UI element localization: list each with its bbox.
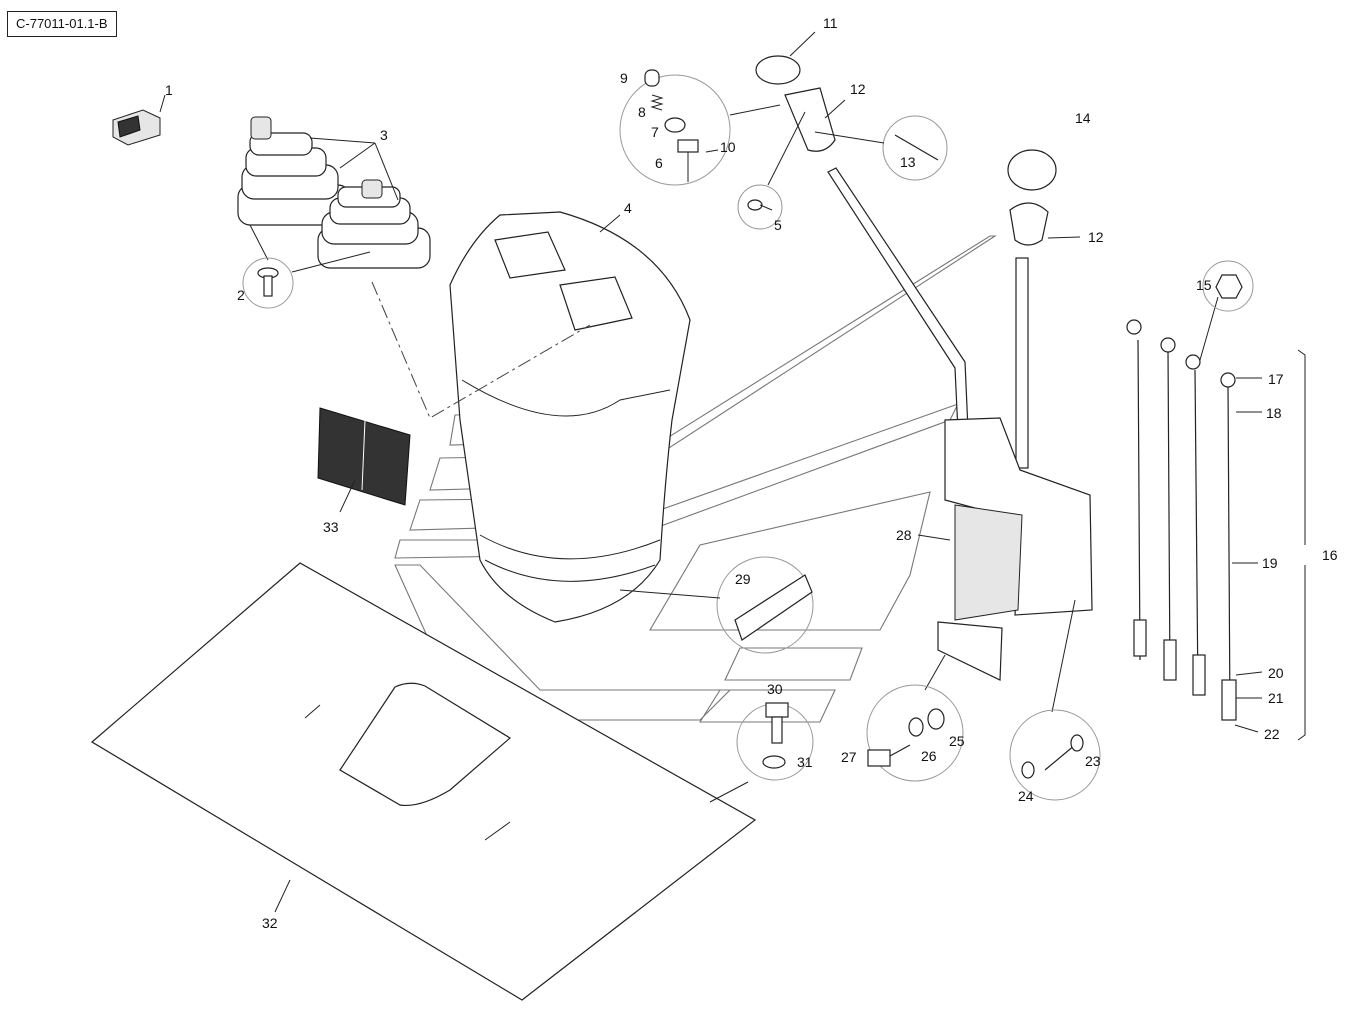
callout-32: 32 bbox=[262, 915, 278, 931]
callout-15: 15 bbox=[1196, 277, 1212, 293]
callout-30: 30 bbox=[767, 681, 783, 697]
part-control-cables bbox=[1126, 260, 1306, 741]
callout-9: 9 bbox=[620, 70, 628, 86]
part-bolt-set bbox=[866, 684, 964, 782]
callout-8: 8 bbox=[638, 104, 646, 120]
part-bolt-washer bbox=[709, 702, 814, 803]
callout-19: 19 bbox=[1262, 555, 1278, 571]
callout-33: 33 bbox=[323, 519, 339, 535]
part-rivet bbox=[242, 257, 294, 309]
callout-labels: 1 2 3 4 5 6 7 8 9 10 11 12 12 13 14 15 1… bbox=[165, 15, 1338, 931]
part-knob-lower bbox=[1007, 149, 1081, 246]
callout-12a: 12 bbox=[850, 81, 866, 97]
drawing-reference-code: C-77011-01.1-B bbox=[7, 11, 117, 37]
callout-14: 14 bbox=[1075, 110, 1091, 126]
callout-24: 24 bbox=[1018, 788, 1034, 804]
callout-22: 22 bbox=[1264, 726, 1280, 742]
callout-20: 20 bbox=[1268, 665, 1284, 681]
part-switch-assembly bbox=[619, 69, 781, 186]
callout-29: 29 bbox=[735, 571, 751, 587]
callout-13: 13 bbox=[900, 154, 916, 170]
part-channel bbox=[619, 556, 814, 654]
part-decal bbox=[317, 407, 411, 513]
callout-28: 28 bbox=[896, 527, 912, 543]
callout-23: 23 bbox=[1085, 753, 1101, 769]
part-rubber-boots bbox=[237, 116, 431, 273]
callout-17: 17 bbox=[1268, 371, 1284, 387]
part-console-housing bbox=[371, 211, 691, 623]
callout-12b: 12 bbox=[1088, 229, 1104, 245]
callout-1: 1 bbox=[165, 82, 173, 98]
callout-11: 11 bbox=[823, 15, 838, 31]
callout-3: 3 bbox=[380, 127, 388, 143]
part-knob-upper bbox=[737, 31, 948, 230]
callout-21: 21 bbox=[1268, 690, 1284, 706]
callout-7: 7 bbox=[651, 124, 659, 140]
callout-2: 2 bbox=[237, 287, 245, 303]
callout-4: 4 bbox=[624, 200, 632, 216]
callout-16: 16 bbox=[1322, 547, 1338, 563]
part-floor-plate bbox=[90, 562, 757, 1001]
callout-6: 6 bbox=[655, 155, 663, 171]
part-lever-bracket bbox=[827, 167, 1093, 713]
callout-10: 10 bbox=[720, 139, 736, 155]
callout-18: 18 bbox=[1266, 405, 1282, 421]
callout-25: 25 bbox=[949, 733, 965, 749]
callout-26: 26 bbox=[921, 748, 937, 764]
callout-31: 31 bbox=[797, 754, 813, 770]
callout-5: 5 bbox=[774, 217, 782, 233]
callout-27: 27 bbox=[841, 749, 857, 765]
part-bolt-set-right bbox=[1009, 709, 1101, 801]
part-plug bbox=[112, 94, 166, 146]
